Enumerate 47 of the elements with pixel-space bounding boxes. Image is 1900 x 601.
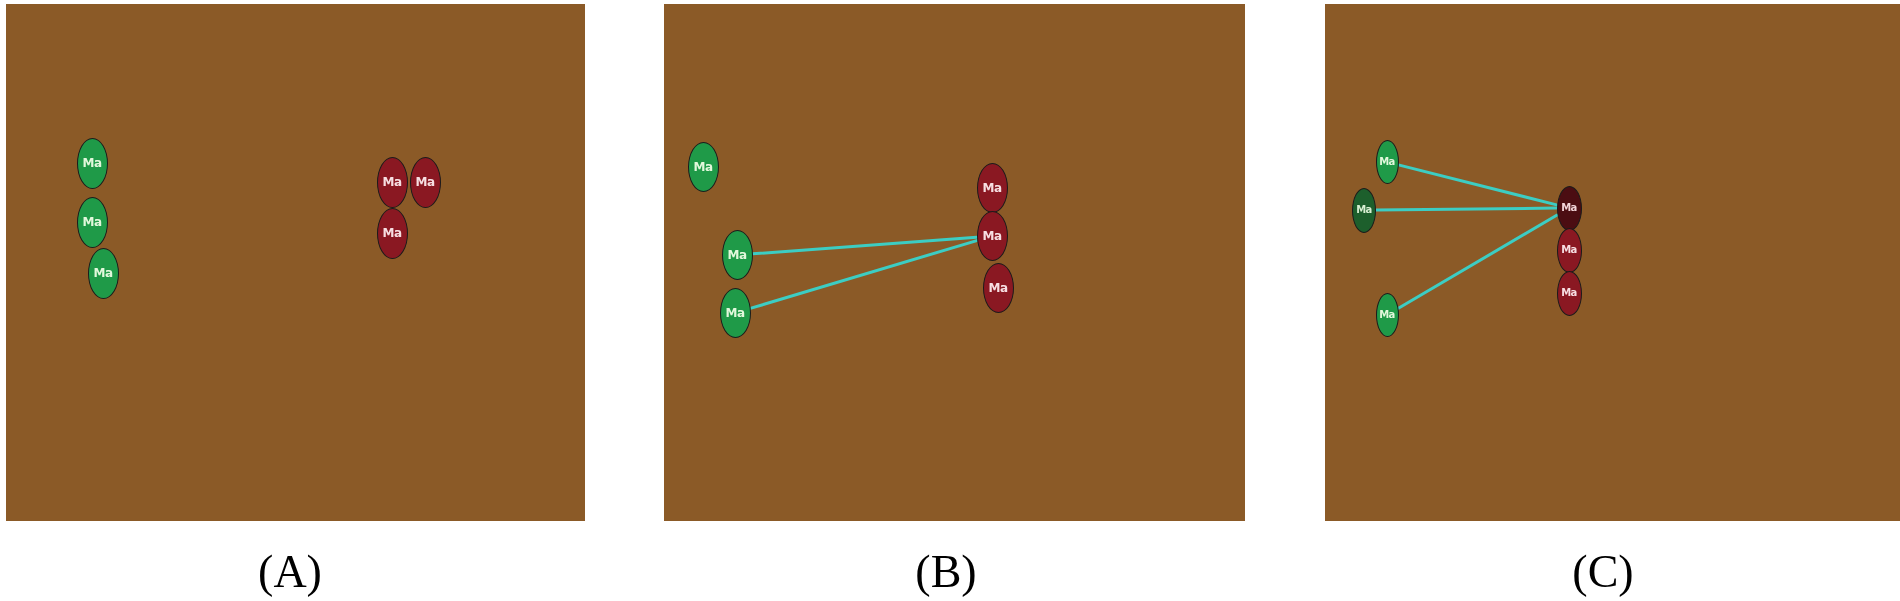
agent-ellipse: [1556, 227, 1582, 273]
agent-label: Ma: [727, 249, 747, 261]
agent-ellipse: [982, 263, 1014, 313]
agent-ellipse: [87, 247, 119, 299]
agent-label: Ma: [1561, 288, 1577, 298]
agent-ellipse: [376, 207, 408, 259]
agent-ellipse: [76, 196, 108, 248]
agent-label: Ma: [82, 157, 102, 169]
connector-line: [1396, 163, 1559, 207]
agent-label: Ma: [1356, 205, 1372, 215]
agent-label: Ma: [1379, 310, 1395, 320]
agent-ellipse: [687, 142, 719, 192]
agent-label: Ma: [382, 227, 402, 239]
agent-label: Ma: [82, 216, 102, 228]
agent-ellipse: [376, 156, 408, 208]
agent-label: Ma: [415, 176, 435, 188]
panel-caption: (A): [257, 545, 323, 599]
agent-ellipse: [1556, 185, 1582, 231]
agent-label: Ma: [1379, 157, 1395, 167]
agent-label: Ma: [693, 161, 713, 173]
agent-label: Ma: [725, 307, 745, 319]
agent-ellipse: [1375, 293, 1399, 337]
simulation-panel: [6, 4, 585, 521]
agent-label: Ma: [982, 230, 1002, 242]
agent-ellipse: [976, 163, 1008, 213]
agent-ellipse: [721, 230, 753, 280]
panel-caption: (B): [914, 545, 978, 599]
agent-ellipse: [719, 288, 751, 338]
connector-line: [751, 235, 978, 256]
agent-label: Ma: [382, 176, 402, 188]
connector-line: [1396, 213, 1559, 311]
agent-label: Ma: [988, 282, 1008, 294]
simulation-panel: [1325, 4, 1900, 521]
connector-line: [1374, 206, 1558, 212]
agent-ellipse: [1375, 140, 1399, 184]
agent-label: Ma: [1561, 203, 1577, 213]
simulation-panel: [664, 4, 1245, 521]
agent-label: Ma: [93, 267, 113, 279]
connector-line: [748, 239, 979, 310]
agent-ellipse: [76, 137, 108, 189]
panel-caption: (C): [1571, 545, 1635, 599]
agent-ellipse: [976, 211, 1008, 261]
agent-label: Ma: [982, 182, 1002, 194]
agent-ellipse: [1352, 187, 1376, 233]
agent-ellipse: [409, 156, 441, 208]
agent-ellipse: [1556, 270, 1582, 316]
agent-label: Ma: [1561, 245, 1577, 255]
